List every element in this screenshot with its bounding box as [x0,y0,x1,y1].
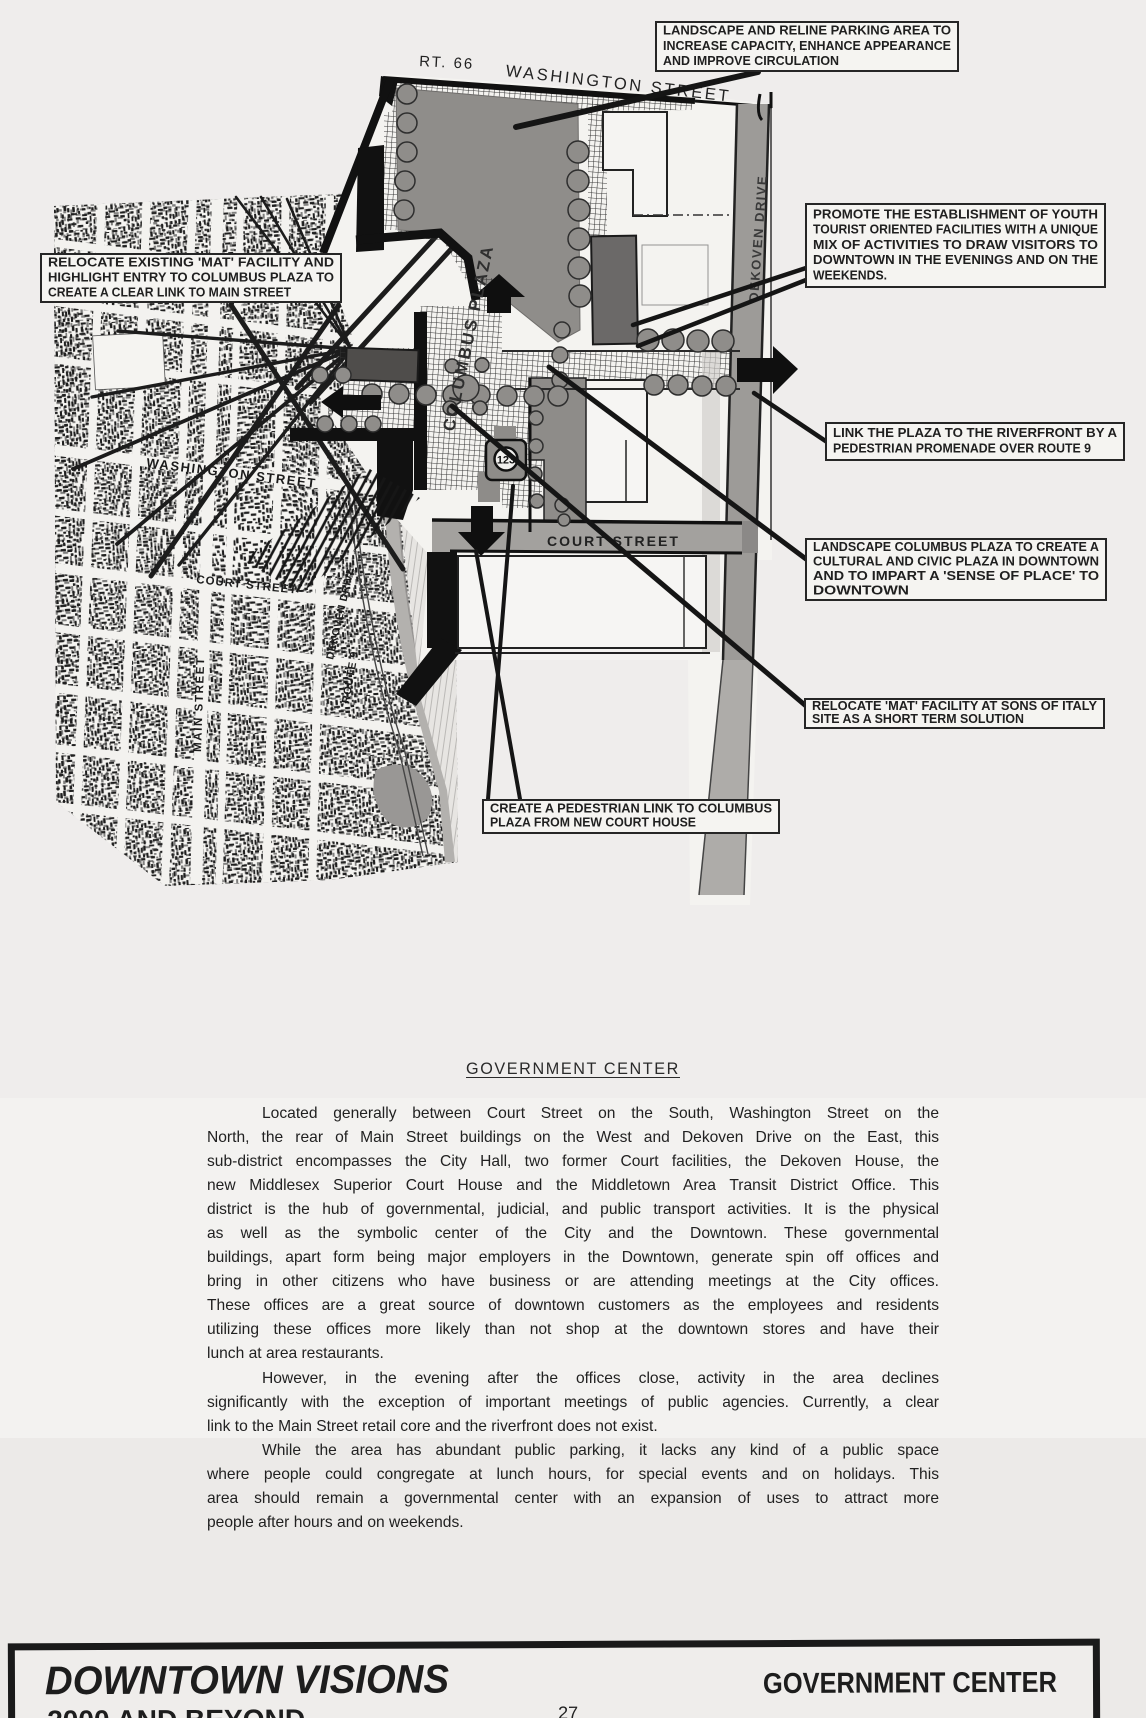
svg-text:AND IMPROVE CIRCULATION: AND IMPROVE CIRCULATION [663,53,839,68]
svg-text:CREATE A PEDESTRIAN LINK TO CO: CREATE A PEDESTRIAN LINK TO COLUMBUS [490,801,772,816]
svg-text:INCREASE CAPACITY, ENHANCE APP: INCREASE CAPACITY, ENHANCE APPEARANCE [663,38,951,53]
svg-text:GOVERNMENT CENTER: GOVERNMENT CENTER [763,1667,1057,1700]
svg-text:RELOCATE 'MAT' FACILITY AT SON: RELOCATE 'MAT' FACILITY AT SONS OF ITALY [812,698,1097,713]
svg-text:PLAZA FROM NEW COURT HOUSE: PLAZA FROM NEW COURT HOUSE [490,815,696,830]
svg-text:MAIN STREET: MAIN STREET [192,656,207,752]
svg-text:SITE AS A SHORT TERM SOLUTION: SITE AS A SHORT TERM SOLUTION [812,711,1024,726]
svg-text:2000 AND BEYOND: 2000 AND BEYOND [47,1704,305,1718]
svg-text:MIX OF ACTIVITIES TO DRAW VISI: MIX OF ACTIVITIES TO DRAW VISITORS TO [813,237,1098,252]
svg-text:RT. 66: RT. 66 [419,53,475,73]
svg-text:LANDSCAPE AND RELINE PARKING A: LANDSCAPE AND RELINE PARKING AREA TO [663,23,951,38]
svg-text:LANDSCAPE COLUMBUS PLAZA TO CR: LANDSCAPE COLUMBUS PLAZA TO CREATE A [813,539,1099,554]
svg-text:DOWNTOWN VISIONS: DOWNTOWN VISIONS [45,1657,449,1703]
svg-text:LINK THE PLAZA TO THE RIVERFRO: LINK THE PLAZA TO THE RIVERFRONT BY A [833,425,1117,440]
svg-text:HIGHLIGHT ENTRY TO COLUMBUS PL: HIGHLIGHT ENTRY TO COLUMBUS PLAZA TO [48,269,334,284]
svg-text:RELOCATE EXISTING 'MAT' FACILI: RELOCATE EXISTING 'MAT' FACILITY AND [48,254,334,269]
svg-text:PEDESTRIAN PROMENADE OVER ROUT: PEDESTRIAN PROMENADE OVER ROUTE 9 [833,441,1091,456]
svg-text:27: 27 [558,1703,578,1718]
svg-text:DOWNTOWN: DOWNTOWN [813,583,909,598]
svg-text:AND TO IMPART A 'SENSE OF PLAC: AND TO IMPART A 'SENSE OF PLACE' TO [813,568,1099,583]
svg-text:TOURIST ORIENTED FACILITIES WI: TOURIST ORIENTED FACILITIES WITH A UNIQU… [813,222,1098,237]
svg-text:CULTURAL AND CIVIC PLAZA IN DO: CULTURAL AND CIVIC PLAZA IN DOWNTOWN [813,553,1099,568]
svg-text:PROMOTE THE ESTABLISHMENT OF Y: PROMOTE THE ESTABLISHMENT OF YOUTH [813,206,1098,221]
svg-text:DOWNTOWN IN THE EVENINGS AND O: DOWNTOWN IN THE EVENINGS AND ON THE [813,252,1098,267]
svg-text:WEEKENDS.: WEEKENDS. [813,268,887,283]
svg-text:CREATE A CLEAR LINK TO MAIN ST: CREATE A CLEAR LINK TO MAIN STREET [48,284,291,299]
